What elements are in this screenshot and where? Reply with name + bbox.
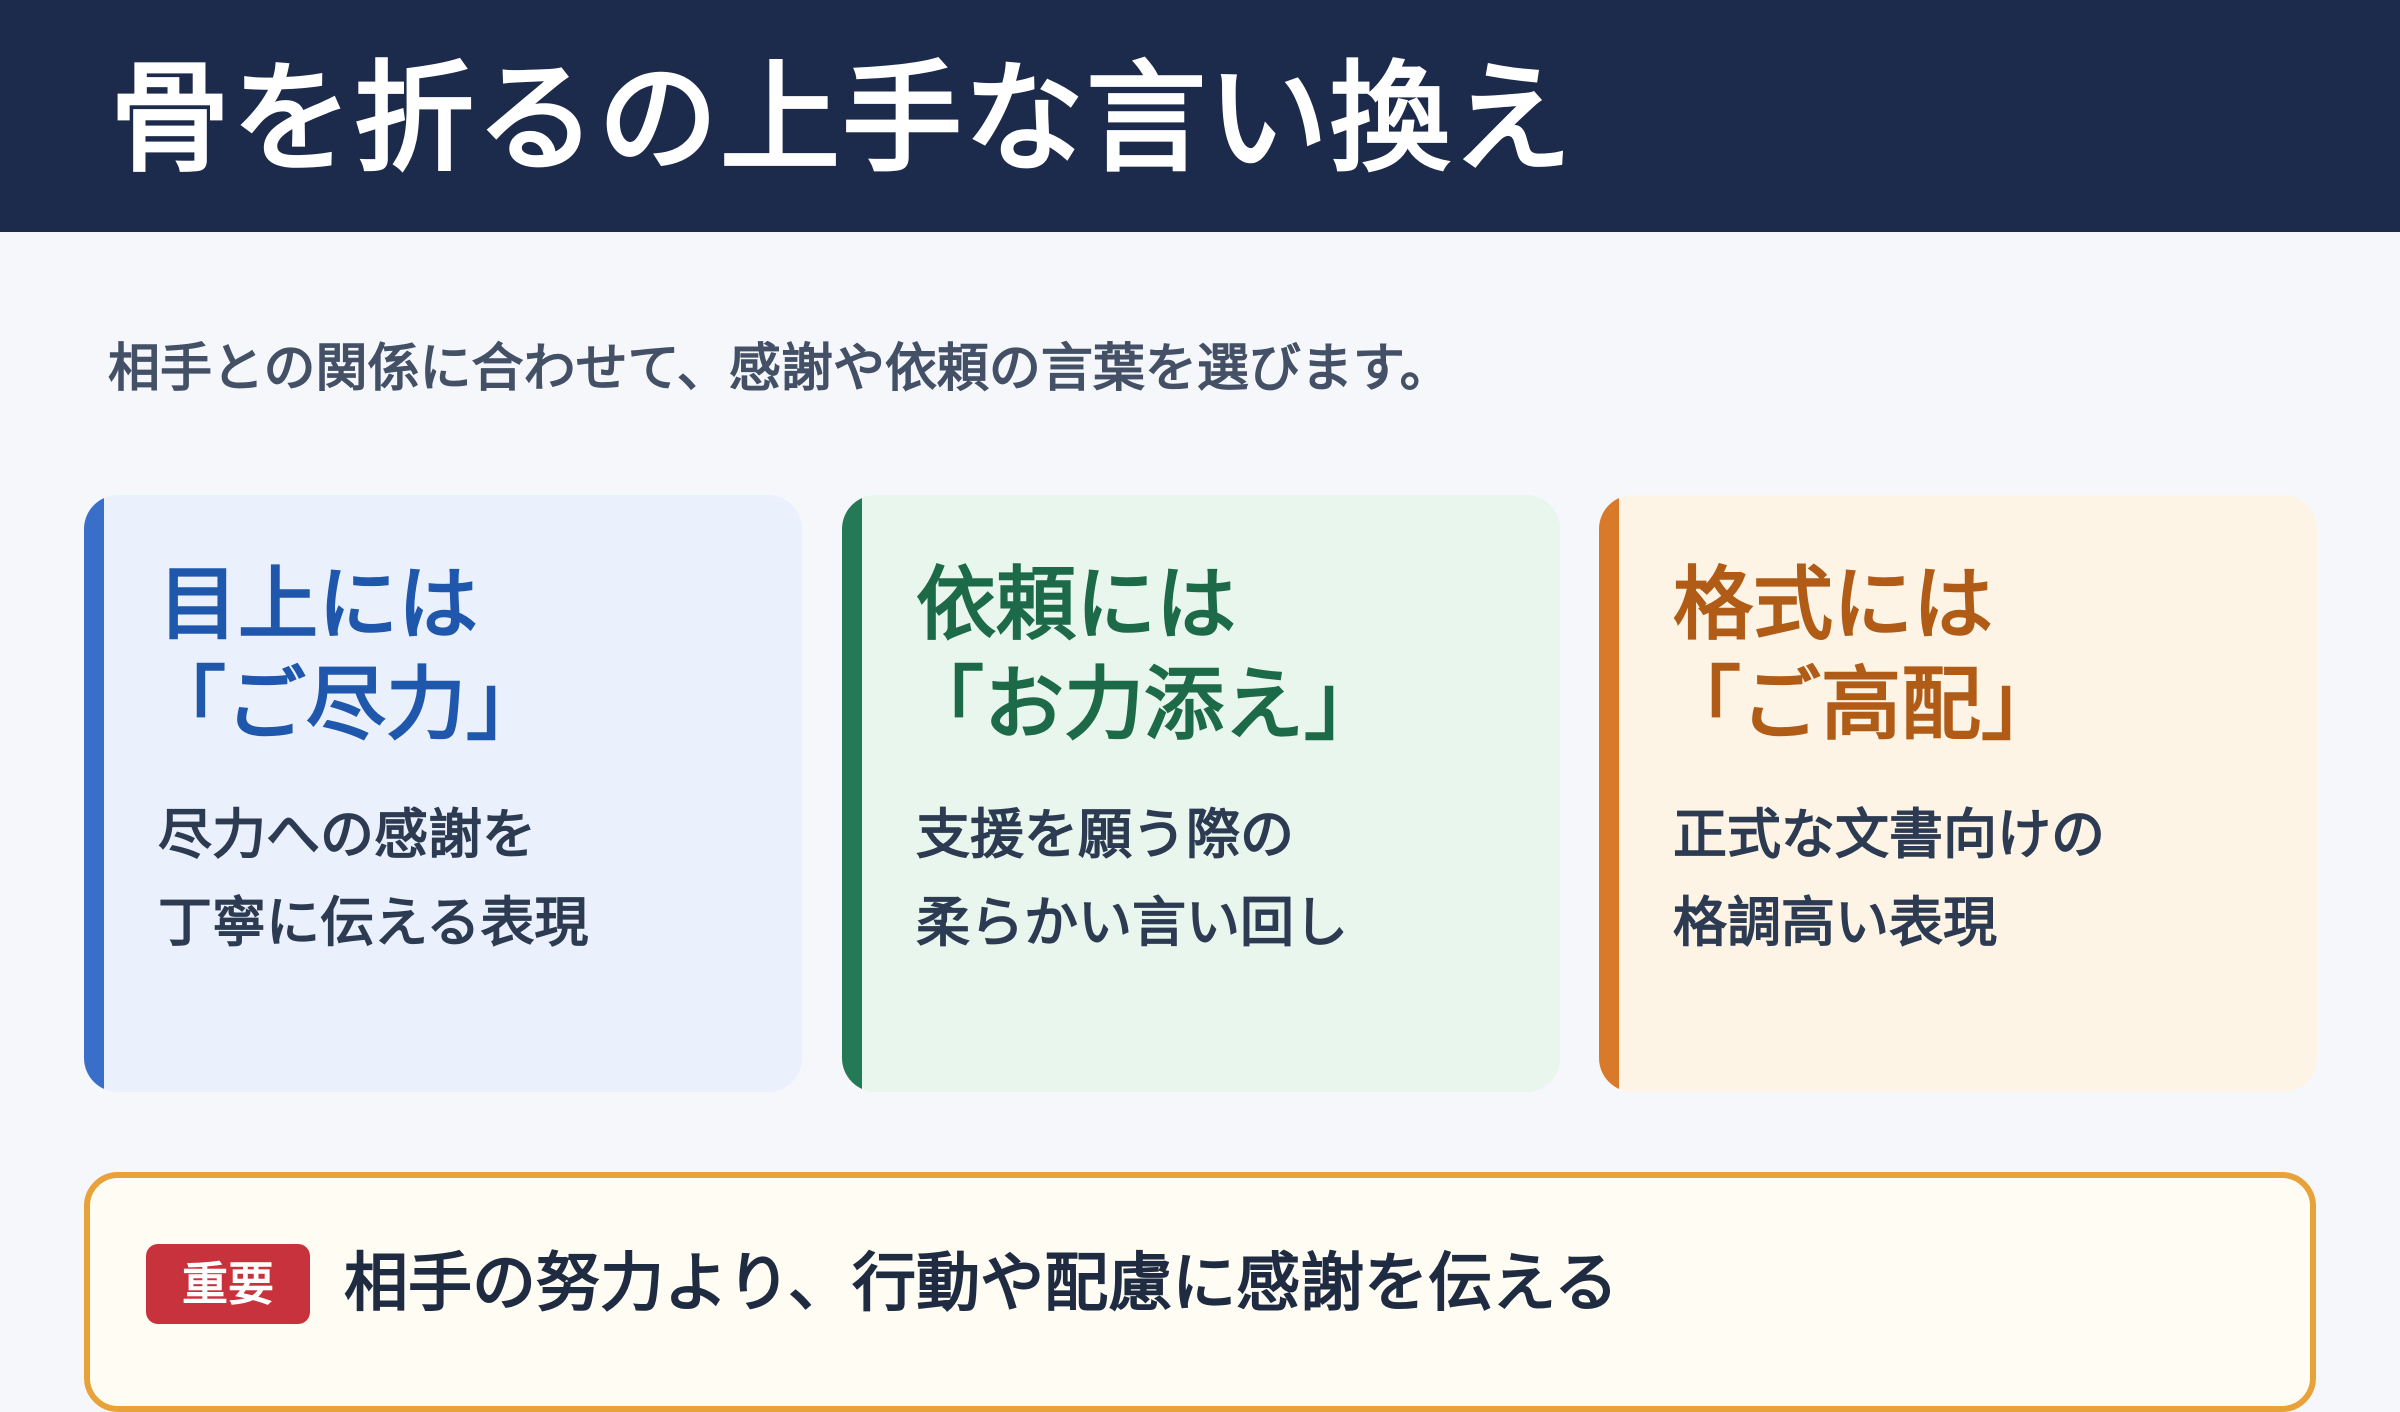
card-title-phrase: 「お力添え」	[904, 658, 1384, 751]
card-formal: 格式には 「ご高配」 正式な文書向けの 格調高い表現	[1599, 495, 2317, 1092]
card-title: 目上には 「ご尽力」	[146, 555, 546, 755]
card-title: 格式には 「ご高配」	[1661, 555, 2061, 755]
card-requests: 依頼には 「お力添え」 支援を願う際の 柔らかい言い回し	[842, 495, 1560, 1092]
header-banner: 骨を折るの上手な言い換え	[0, 0, 2400, 232]
card-title-line: 格式には	[1673, 558, 1993, 651]
card-description: 尽力への感謝を 丁寧に伝える表現	[158, 791, 588, 967]
card-title-line: 依頼には	[916, 558, 1236, 651]
card-title-line: 目上には	[158, 558, 478, 651]
card-description-line: 尽力への感謝を	[158, 803, 536, 866]
page-subtitle: 相手との関係に合わせて、感謝や依頼の言葉を選びます。	[108, 339, 1452, 399]
card-superiors: 目上には 「ご尽力」 尽力への感謝を 丁寧に伝える表現	[84, 495, 802, 1092]
page-title: 骨を折るの上手な言い換え	[110, 50, 1574, 189]
card-description-line: 丁寧に伝える表現	[158, 891, 589, 954]
card-title-phrase: 「ご尽力」	[146, 658, 546, 751]
card-description-line: 柔らかい言い回し	[916, 891, 1348, 954]
card-description-line: 支援を願う際の	[916, 803, 1294, 866]
important-callout: 重要 相手の努力より、行動や配慮に感謝を伝える	[84, 1172, 2316, 1412]
card-title: 依頼には 「お力添え」	[904, 555, 1384, 755]
card-title-phrase: 「ご高配」	[1661, 658, 2061, 751]
card-description: 正式な文書向けの 格調高い表現	[1673, 791, 2105, 967]
card-description-line: 正式な文書向けの	[1673, 803, 2105, 866]
card-description: 支援を願う際の 柔らかい言い回し	[916, 791, 1348, 967]
callout-text: 相手の努力より、行動や配慮に感謝を伝える	[344, 1247, 1619, 1321]
important-badge: 重要	[146, 1244, 310, 1324]
card-description-line: 格調高い表現	[1673, 891, 1997, 954]
